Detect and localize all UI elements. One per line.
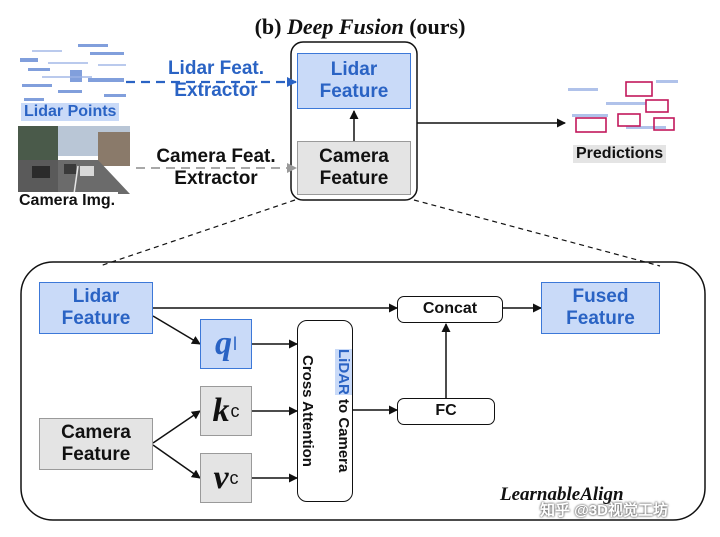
zoom-line-right bbox=[413, 199, 661, 267]
learnable-align-container bbox=[20, 261, 706, 521]
attention-line2: Cross Attention bbox=[299, 355, 316, 467]
top-lidar-feature-box: Lidar Feature bbox=[297, 53, 411, 109]
key-superscript: c bbox=[230, 400, 240, 421]
camera-to-k-line bbox=[152, 410, 201, 444]
attention-highlight: LiDAR bbox=[335, 349, 352, 396]
title-prefix: (b) bbox=[254, 14, 287, 39]
zoom-line-left bbox=[99, 199, 296, 267]
title-suffix: (ours) bbox=[403, 14, 466, 39]
watermark-text: 知乎 @3D视觉工坊 bbox=[540, 502, 668, 519]
title-name: Deep Fusion bbox=[286, 14, 404, 39]
predictions-label: Predictions bbox=[573, 145, 667, 163]
detail-lidar-feature-box: Lidar Feature bbox=[39, 282, 153, 334]
predictions-image bbox=[566, 74, 682, 146]
camera-image-graphic bbox=[18, 126, 130, 194]
top-feature-container bbox=[290, 41, 418, 201]
cross-attention-text: LiDAR to Camera Cross Attention bbox=[280, 349, 370, 473]
query-symbol: q bbox=[215, 325, 232, 363]
concat-box: Concat bbox=[397, 296, 503, 323]
detail-camera-feature-box: Camera Feature bbox=[39, 418, 153, 470]
cross-attention-box: LiDAR to Camera Cross Attention bbox=[297, 320, 353, 502]
lidar-points-graphic bbox=[20, 44, 126, 101]
top-camera-feature-box: Camera Feature bbox=[297, 141, 411, 195]
key-symbol: k bbox=[212, 392, 230, 430]
lidar-extractor-label: Lidar Feat. Extractor bbox=[167, 58, 265, 101]
lidar-to-q-line bbox=[152, 315, 201, 345]
fc-box: FC bbox=[397, 398, 495, 425]
camera-img-label: Camera Img. bbox=[16, 192, 119, 210]
camera-extractor-label: Camera Feat. Extractor bbox=[156, 146, 276, 189]
learnable-align-label: LearnableAlign bbox=[500, 484, 624, 505]
value-symbol: v bbox=[213, 459, 229, 497]
diagram-title: (b) Deep Fusion (ours) bbox=[0, 14, 720, 40]
attention-rest: to Camera bbox=[335, 395, 352, 473]
lidar-points-label: Lidar Points bbox=[21, 103, 120, 121]
value-superscript: c bbox=[229, 467, 239, 488]
fused-feature-box: Fused Feature bbox=[541, 282, 660, 334]
query-superscript: l bbox=[233, 333, 237, 354]
camera-to-v-line bbox=[152, 444, 201, 479]
camera-image bbox=[18, 126, 130, 194]
predictions-graphic bbox=[568, 80, 678, 133]
lidar-points-image bbox=[18, 40, 130, 122]
